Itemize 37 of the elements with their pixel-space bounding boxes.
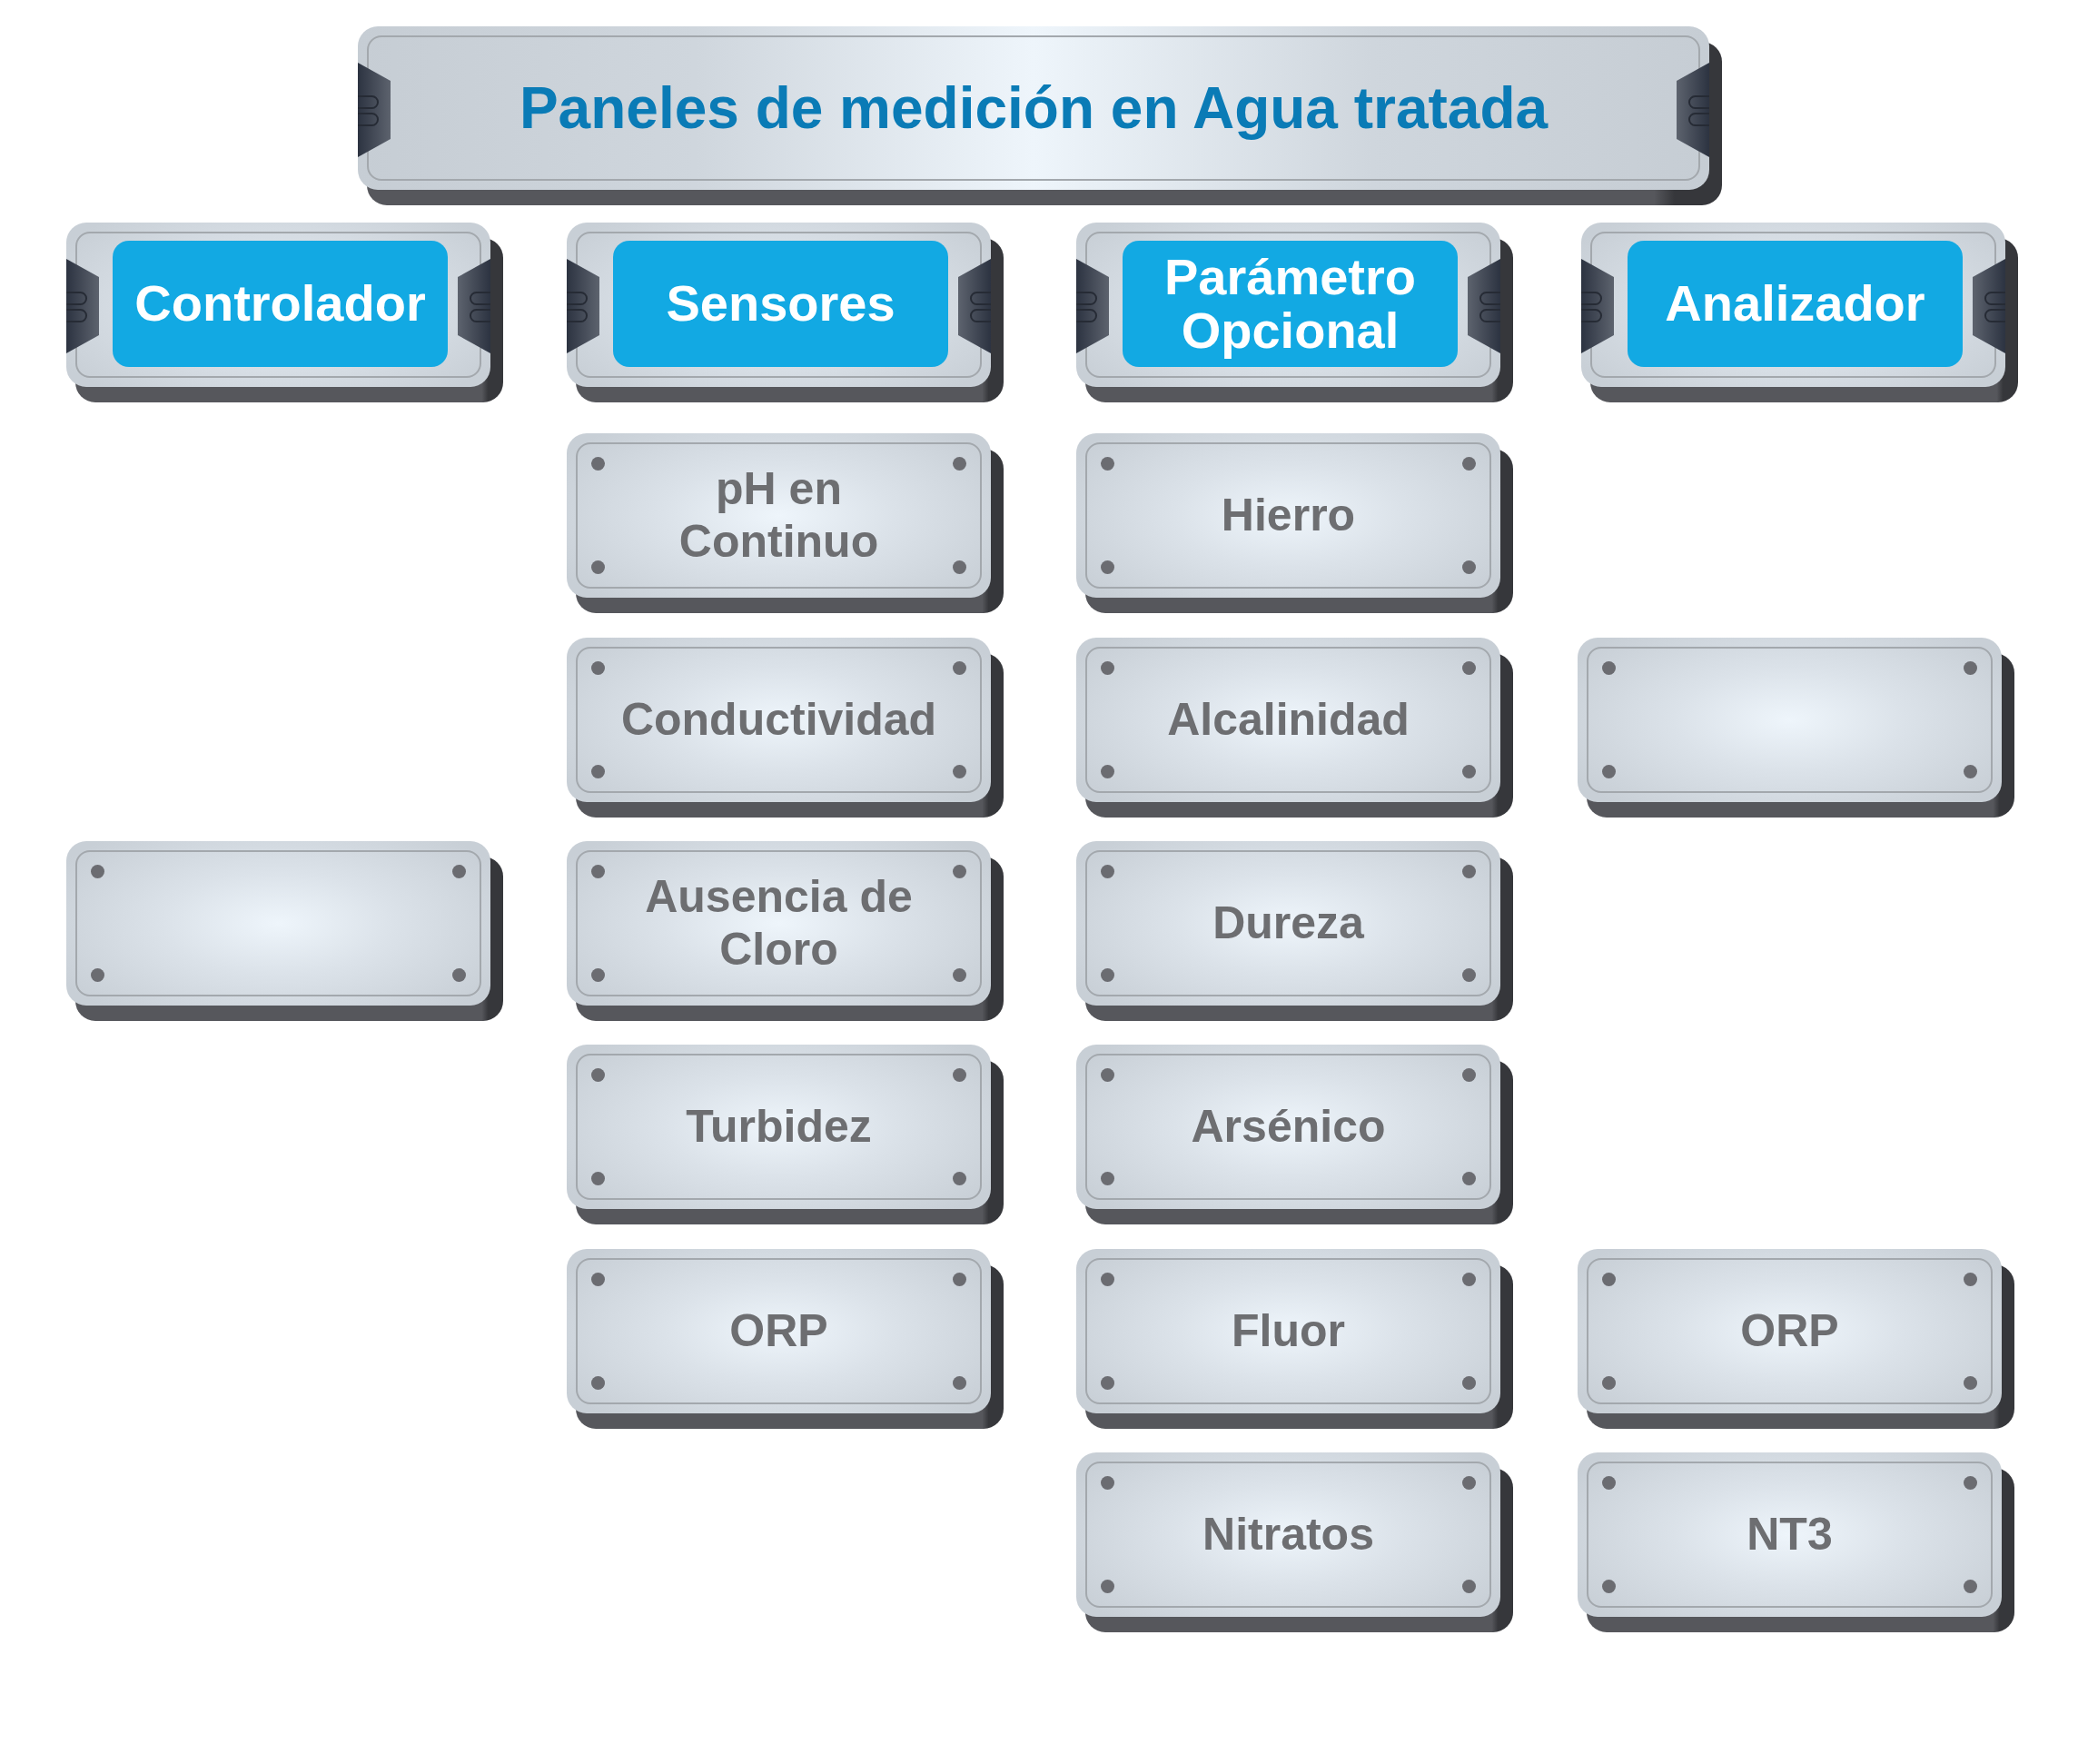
plate-label: Turbidez [686, 1100, 872, 1154]
header-plate [1581, 223, 2018, 402]
category-label: Controlador [113, 241, 448, 367]
nameplate [1076, 1045, 1513, 1224]
plate-label: Nitratos [1202, 1508, 1374, 1561]
nameplate [567, 1249, 1004, 1429]
nameplate [1578, 1452, 2014, 1632]
plate-label: Dureza [1212, 897, 1364, 950]
plate-label: NT3 [1747, 1508, 1833, 1561]
header-plate [1076, 223, 1513, 402]
nameplate [1076, 841, 1513, 1021]
nameplate [1578, 1249, 2014, 1429]
plate-label: Hierro [1221, 489, 1356, 542]
nameplate [1076, 433, 1513, 613]
nameplate [567, 1045, 1004, 1224]
plate-label: Fluor [1232, 1304, 1345, 1358]
header-plate [66, 223, 503, 402]
blank-nameplate [1578, 638, 2014, 818]
header-plate [567, 223, 1004, 402]
plate-label: Alcalinidad [1167, 693, 1410, 747]
category-label: Parámetro Opcional [1123, 241, 1458, 367]
diagram-title: Paneles de medición en Agua tratada [519, 75, 1549, 141]
category-label: Sensores [613, 241, 948, 367]
category-label: Analizador [1628, 241, 1963, 367]
blank-nameplate [66, 841, 503, 1021]
plate-label: ORP [729, 1304, 828, 1358]
plate-label: Conductividad [620, 693, 937, 747]
nameplate [1076, 1452, 1513, 1632]
plate-label: pH en Continuo [678, 463, 880, 568]
nameplate [567, 638, 1004, 818]
plate-label: Arsénico [1191, 1100, 1386, 1154]
nameplate [567, 841, 1004, 1021]
plate-label: Ausencia de Cloro [644, 871, 914, 976]
nameplate [1076, 638, 1513, 818]
plate-label: ORP [1740, 1304, 1839, 1358]
nameplate [567, 433, 1004, 613]
nameplate [1076, 1249, 1513, 1429]
